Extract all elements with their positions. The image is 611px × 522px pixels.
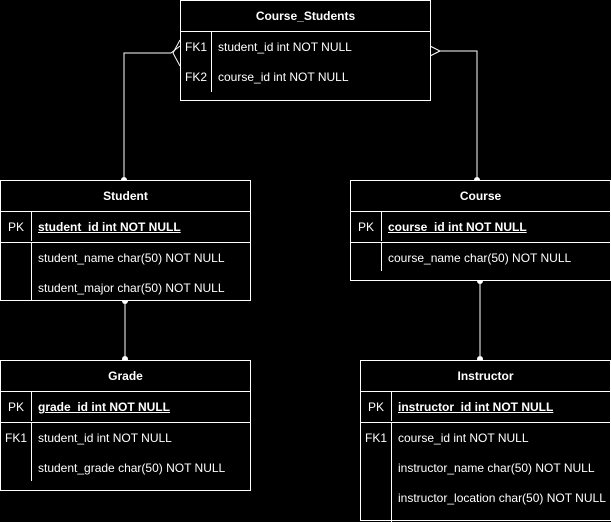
crowsfoot-course-lower xyxy=(429,50,441,57)
key-label: FK2 xyxy=(184,70,207,84)
field-row: instructor_location char(50) NOT NULL xyxy=(361,483,610,513)
crowsfoot-student-lower xyxy=(172,52,181,67)
entity-title: Student xyxy=(1,181,250,212)
key-label: FK1 xyxy=(364,431,387,445)
key-label: PK xyxy=(357,220,374,234)
field-row: FK2 course_id int NOT NULL xyxy=(181,62,430,92)
column-divider xyxy=(31,212,32,241)
primary-key-row: PK instructor_id int NOT NULL xyxy=(361,392,610,423)
field-label: course_id int NOT NULL xyxy=(388,220,527,234)
key-label xyxy=(351,243,381,273)
field-label: course_id int NOT NULL xyxy=(218,70,349,84)
entity-grade[interactable]: Grade PK grade_id int NOT NULL FK1 stude… xyxy=(0,360,251,491)
connector-student-course-students xyxy=(123,45,181,178)
key-label xyxy=(361,483,391,513)
key-label xyxy=(1,243,31,273)
key-label: PK xyxy=(7,400,24,414)
key-label: PK xyxy=(7,220,24,234)
entity-course-students[interactable]: Course_Students FK1 student_id int NOT N… xyxy=(180,0,431,101)
column-divider xyxy=(381,212,382,241)
field-label: course_id int NOT NULL xyxy=(398,431,529,445)
field-label: instructor_id int NOT NULL xyxy=(398,400,554,414)
column-divider xyxy=(381,242,382,271)
entity-title: Course xyxy=(351,181,610,212)
field-row: student_grade char(50) NOT NULL xyxy=(1,453,250,483)
connector-course-course-students xyxy=(440,50,478,178)
primary-key-row: PK grade_id int NOT NULL xyxy=(1,392,250,423)
field-row: course_name char(50) NOT NULL xyxy=(351,243,610,273)
key-label xyxy=(1,453,31,483)
entity-title: Course_Students xyxy=(181,1,430,32)
field-label: grade_id int NOT NULL xyxy=(38,400,170,414)
field-label: student_major char(50) NOT NULL xyxy=(38,281,225,295)
crowsfoot-course xyxy=(429,45,441,52)
key-label: FK1 xyxy=(184,40,207,54)
field-row: FK1 student_id int NOT NULL xyxy=(181,32,430,62)
column-divider xyxy=(391,392,392,421)
column-divider xyxy=(211,32,212,92)
field-label: student_id int NOT NULL xyxy=(38,220,181,234)
field-row: student_major char(50) NOT NULL xyxy=(1,273,250,303)
field-row: FK1 student_id int NOT NULL xyxy=(1,423,250,453)
key-label: FK1 xyxy=(4,431,27,445)
column-divider xyxy=(391,422,392,522)
crowsfoot-student xyxy=(172,39,181,54)
column-divider xyxy=(31,422,32,481)
field-row: FK1 course_id int NOT NULL xyxy=(361,423,610,453)
column-divider xyxy=(31,392,32,421)
key-label: PK xyxy=(367,400,384,414)
field-label: student_id int NOT NULL xyxy=(218,40,352,54)
field-label: student_grade char(50) NOT NULL xyxy=(38,461,226,475)
entity-course[interactable]: Course PK course_id int NOT NULL course_… xyxy=(350,180,611,281)
field-row: instructor_name char(50) NOT NULL xyxy=(361,453,610,483)
entity-title: Instructor xyxy=(361,361,610,392)
field-label: course_name char(50) NOT NULL xyxy=(388,251,572,265)
field-row: student_name char(50) NOT NULL xyxy=(1,243,250,273)
entity-instructor[interactable]: Instructor PK instructor_id int NOT NULL… xyxy=(360,360,611,522)
field-label: instructor_location char(50) NOT NULL xyxy=(398,491,606,505)
primary-key-row: PK student_id int NOT NULL xyxy=(1,212,250,243)
entity-student[interactable]: Student PK student_id int NOT NULL stude… xyxy=(0,180,251,301)
field-label: student_id int NOT NULL xyxy=(38,431,172,445)
key-label xyxy=(361,453,391,483)
primary-key-row: PK course_id int NOT NULL xyxy=(351,212,610,243)
field-label: instructor_name char(50) NOT NULL xyxy=(398,461,595,475)
column-divider xyxy=(31,242,32,301)
entity-title: Grade xyxy=(1,361,250,392)
key-label xyxy=(1,273,31,303)
field-label: student_name char(50) NOT NULL xyxy=(38,251,225,265)
